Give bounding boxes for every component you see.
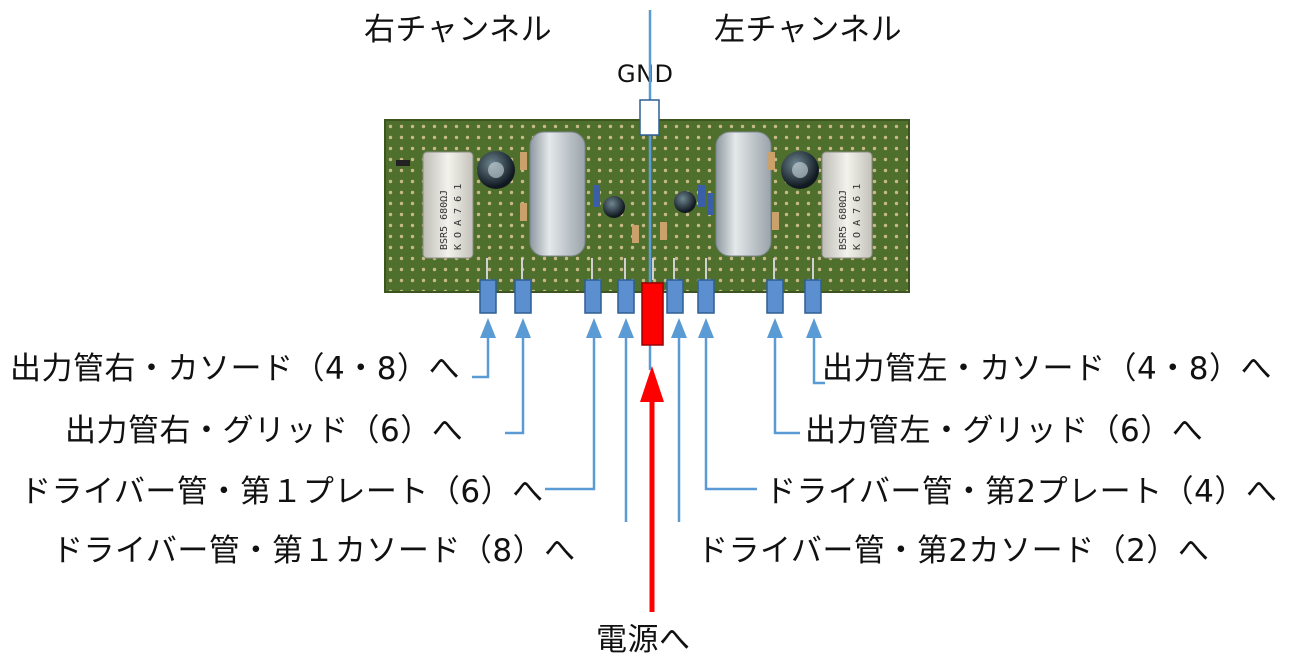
power-resistor-left: BSR5 680ΩJ K O A 7 6 1 [821,151,873,259]
gnd-label: GND [617,60,674,88]
terminal-driver1-cathode [617,279,635,314]
gnd-terminal [639,99,660,136]
left-channel-title: 左チャンネル [714,12,903,48]
terminal-out-left-grid [766,279,784,314]
label-out-left-cathode: 出力管左・カソード（4・8）へ [822,351,1272,387]
terminal-driver1-plate [584,279,602,314]
right-channel-title: 右チャンネル [364,12,553,48]
resistor-print-line2: K O A 7 6 1 [453,184,464,250]
terminal-blocks [479,279,822,314]
label-out-right-cathode: 出力管右・カソード（4・8）へ [10,351,460,387]
label-driver2-plate: ドライバー管・第2プレート（4）へ [765,474,1278,510]
connector-wires [472,338,825,522]
label-driver2-cathode: ドライバー管・第2カソード（2）へ [697,533,1210,569]
power-arrow [640,366,664,612]
terminal-power [641,282,664,346]
terminal-driver2-cathode [666,279,684,314]
film-capacitor-left [715,131,772,257]
label-out-left-grid: 出力管左・グリッド（6）へ [805,413,1204,449]
electrolytic-capacitor-4 [674,191,696,213]
label-driver1-plate: ドライバー管・第１プレート（6）へ [20,474,544,510]
resistor-print-line1-b: BSR5 680ΩJ [838,190,849,250]
wire-arrowheads [480,318,822,338]
small-resistors [520,152,779,243]
electrolytic-capacitor-3 [603,196,625,218]
terminal-out-right-cathode [479,279,497,314]
label-power: 電源へ [596,622,691,658]
resistor-print-line1: BSR5 680ΩJ [439,190,450,250]
film-capacitor-right [529,131,586,257]
terminal-leads [486,258,814,280]
terminal-driver2-plate [697,279,715,314]
terminal-out-right-grid [514,279,532,314]
label-driver1-cathode: ドライバー管・第１カソード（8）へ [52,533,576,569]
label-out-right-grid: 出力管右・グリッド（6）へ [65,413,464,449]
electrolytic-capacitor-1 [477,151,515,189]
resistor-print-line2-b: K O A 7 6 1 [852,184,863,250]
power-resistor-right: BSR5 680ΩJ K O A 7 6 1 [422,151,474,259]
terminal-out-left-cathode [804,279,822,314]
electrolytic-capacitor-2 [781,151,819,189]
